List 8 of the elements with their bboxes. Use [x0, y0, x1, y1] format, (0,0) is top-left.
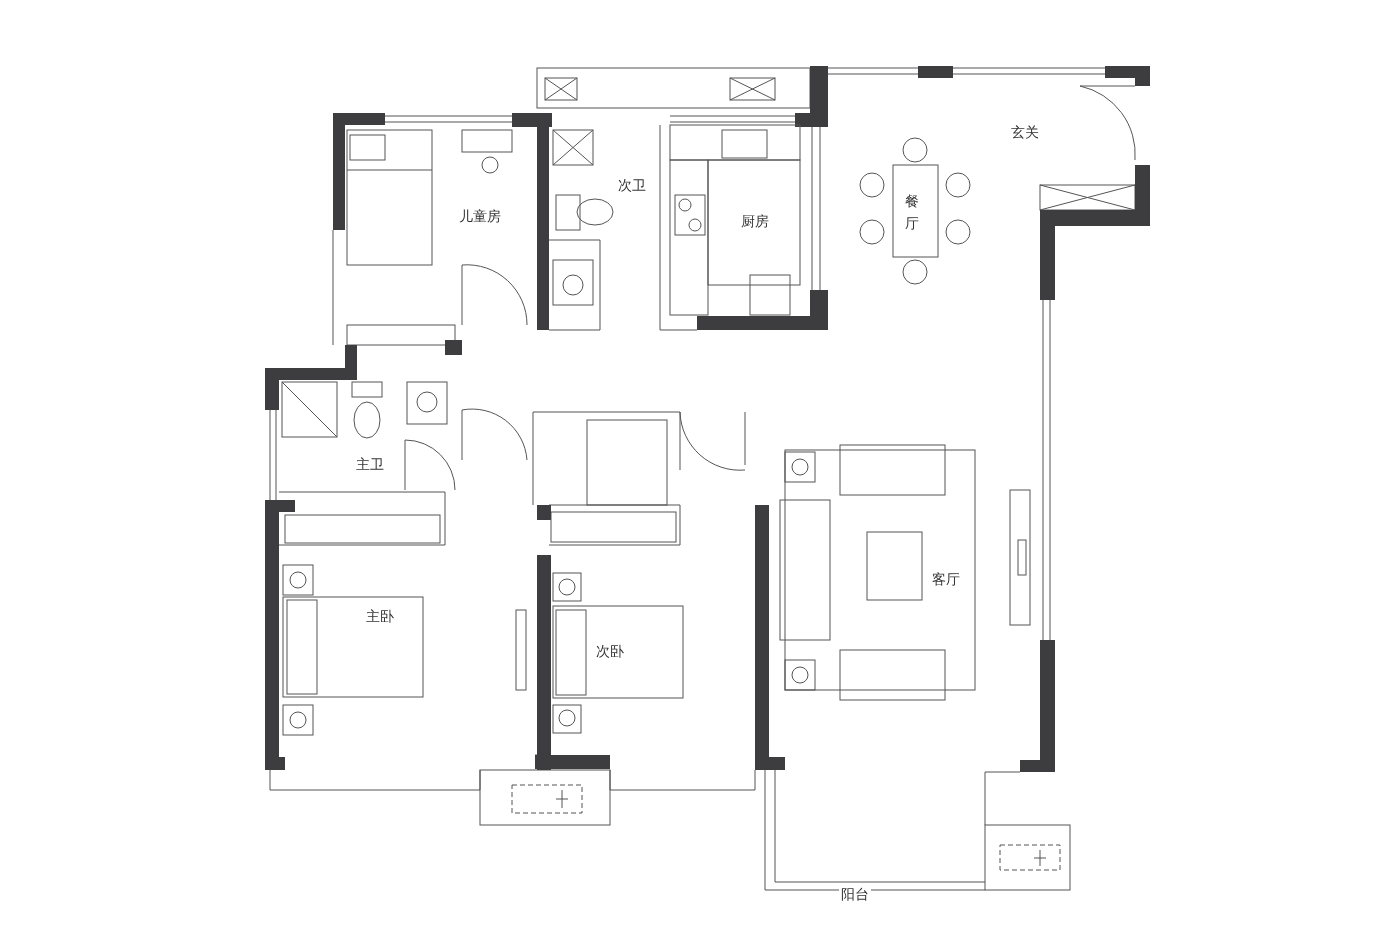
- room-label: 次卫: [616, 177, 648, 195]
- room-label: 儿童房: [457, 208, 503, 226]
- room-label: 玄关: [1009, 124, 1041, 142]
- room-label: 阳台: [839, 886, 871, 904]
- room-label: 客厅: [930, 571, 962, 589]
- room-label: 次卧: [594, 643, 626, 661]
- room-label: 厨房: [739, 213, 771, 231]
- room-label: 主卧: [364, 608, 396, 626]
